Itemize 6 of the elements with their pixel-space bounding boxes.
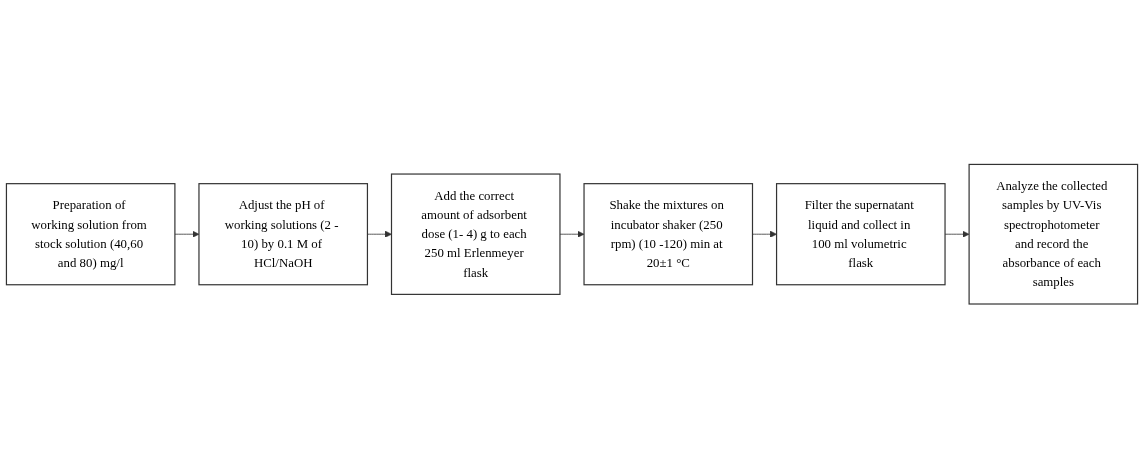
- node-box: Preparation of working solution from stock solution (40,60 and 80) mg/l: [5, 183, 176, 286]
- node-box: Shake the mixtures on incubator shaker (250 rpm) (10 -120) min at 20±1 °C: [583, 183, 754, 286]
- node-box: Filter the supernatant liquid and collect in 100 ml volumetric flask: [775, 183, 946, 286]
- node-box: Analyze the collected samples by UV-Vis spectrophotometer and record the absorbance of each samples: [968, 164, 1139, 305]
- node-box: Add the correct amount of adsorbent dose (1- 4) g to each 250 ml Erlenmeyer flask: [390, 173, 561, 296]
- node-box: Adjust the pH of working solutions (2 - 10) by 0.1 M of HCl/NaOH: [198, 183, 369, 286]
